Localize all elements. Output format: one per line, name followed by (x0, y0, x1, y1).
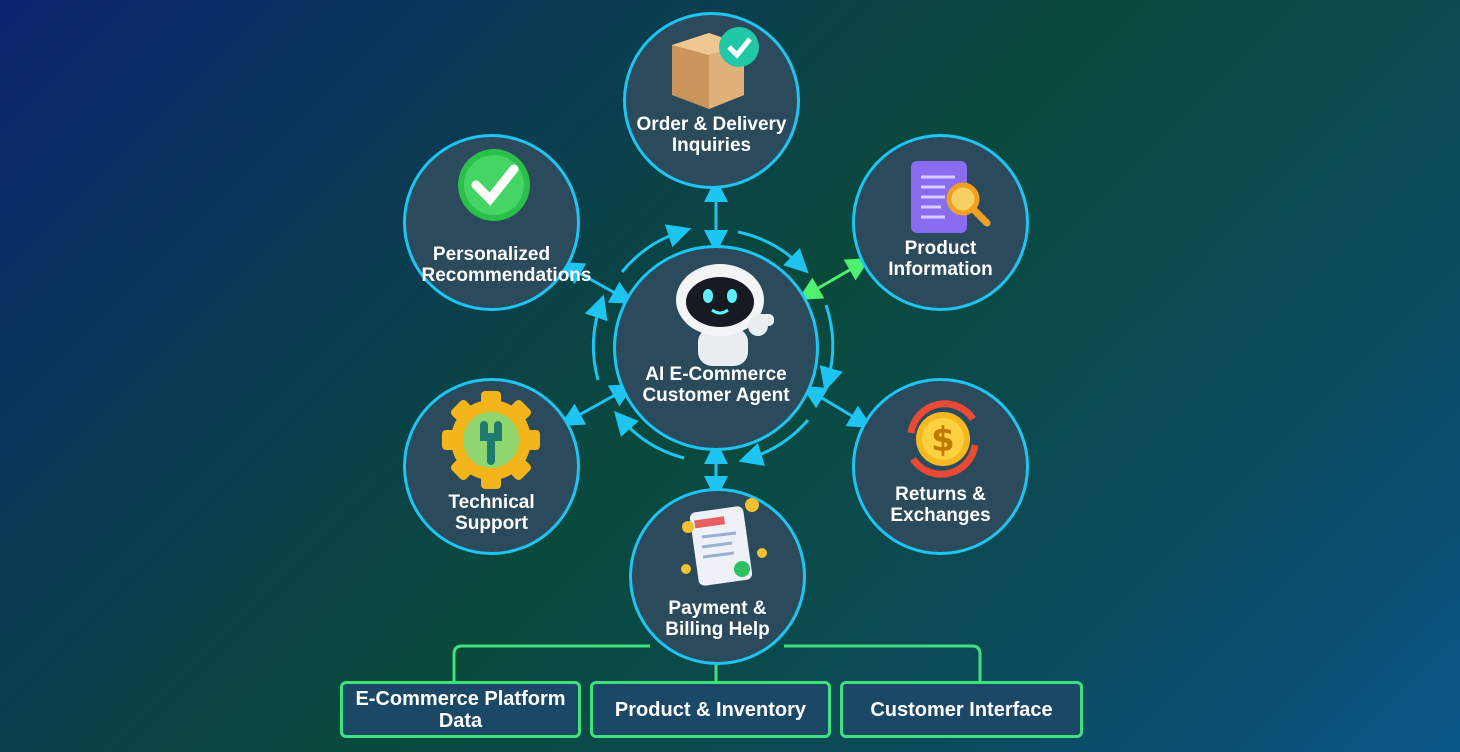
center-label: AI E-Commerce Customer Agent (642, 364, 790, 406)
source-product-inventory: Product & Inventory (590, 681, 831, 738)
source-customer-interface: Customer Interface (840, 681, 1083, 738)
node-order-delivery[interactable]: Order & Delivery Inquiries (623, 12, 800, 189)
node-returns-exchanges[interactable]: $ Returns & Exchanges (852, 378, 1029, 555)
node-product-information[interactable]: Product Information (852, 134, 1029, 311)
node-personalized-recommendations[interactable]: Personalized Recommendations (403, 134, 592, 311)
svg-text:$: $ (931, 420, 955, 460)
node-payment-billing[interactable]: Payment & Billing Help (629, 488, 806, 665)
dollar-refresh-icon: $ (907, 400, 979, 478)
arrow-technical (559, 384, 635, 426)
document-search-icon (911, 161, 991, 233)
node-label: Product Information (888, 238, 993, 280)
node-label: Payment & Billing Help (665, 598, 770, 640)
node-label: Returns & Exchanges (890, 484, 991, 526)
checkmark-icon (458, 149, 530, 221)
node-label: Order & Delivery Inquiries (636, 114, 787, 156)
node-label: Technical Support (448, 492, 535, 534)
arrow-personalized (559, 262, 635, 304)
arrow-returns (801, 385, 873, 429)
arrow-product (797, 258, 871, 300)
receipt-icon (681, 498, 767, 586)
node-technical-support[interactable]: Technical Support (403, 378, 580, 555)
package-check-icon (672, 27, 759, 109)
node-center-agent[interactable]: AI E-Commerce Customer Agent (613, 245, 819, 451)
robot-icon (676, 264, 774, 366)
gear-wrench-icon (442, 391, 540, 489)
source-ecommerce-platform-data: E-Commerce Platform Data (340, 681, 581, 738)
node-label: Personalized Recommendations (421, 244, 592, 286)
